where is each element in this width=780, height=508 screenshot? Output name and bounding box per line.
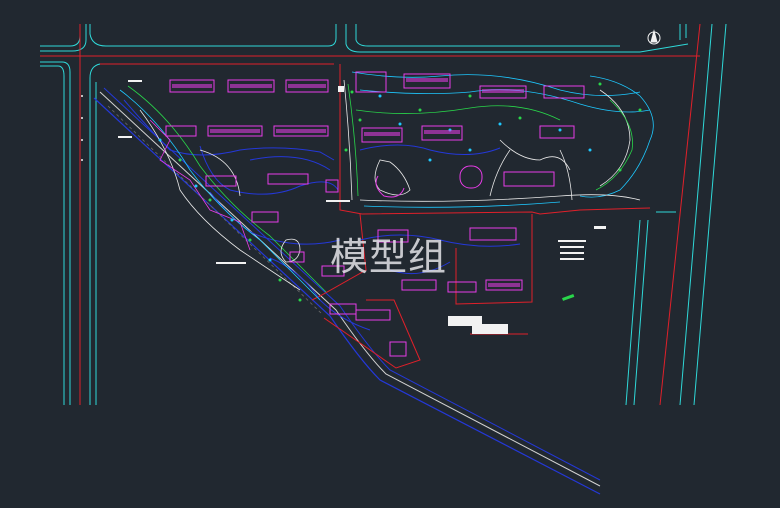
north-arrow-icon: [647, 29, 661, 45]
building-footprints: [165, 71, 585, 357]
vegetation-symbols: [178, 82, 642, 302]
water-and-terrain: [123, 99, 521, 331]
diagonal-road: [93, 87, 601, 495]
road-markers: [81, 95, 83, 161]
building-fills: [172, 78, 524, 287]
landscape-detail: [119, 71, 654, 301]
site-boundary: [40, 23, 701, 406]
road-network: [40, 23, 727, 406]
annotations: [118, 80, 606, 334]
